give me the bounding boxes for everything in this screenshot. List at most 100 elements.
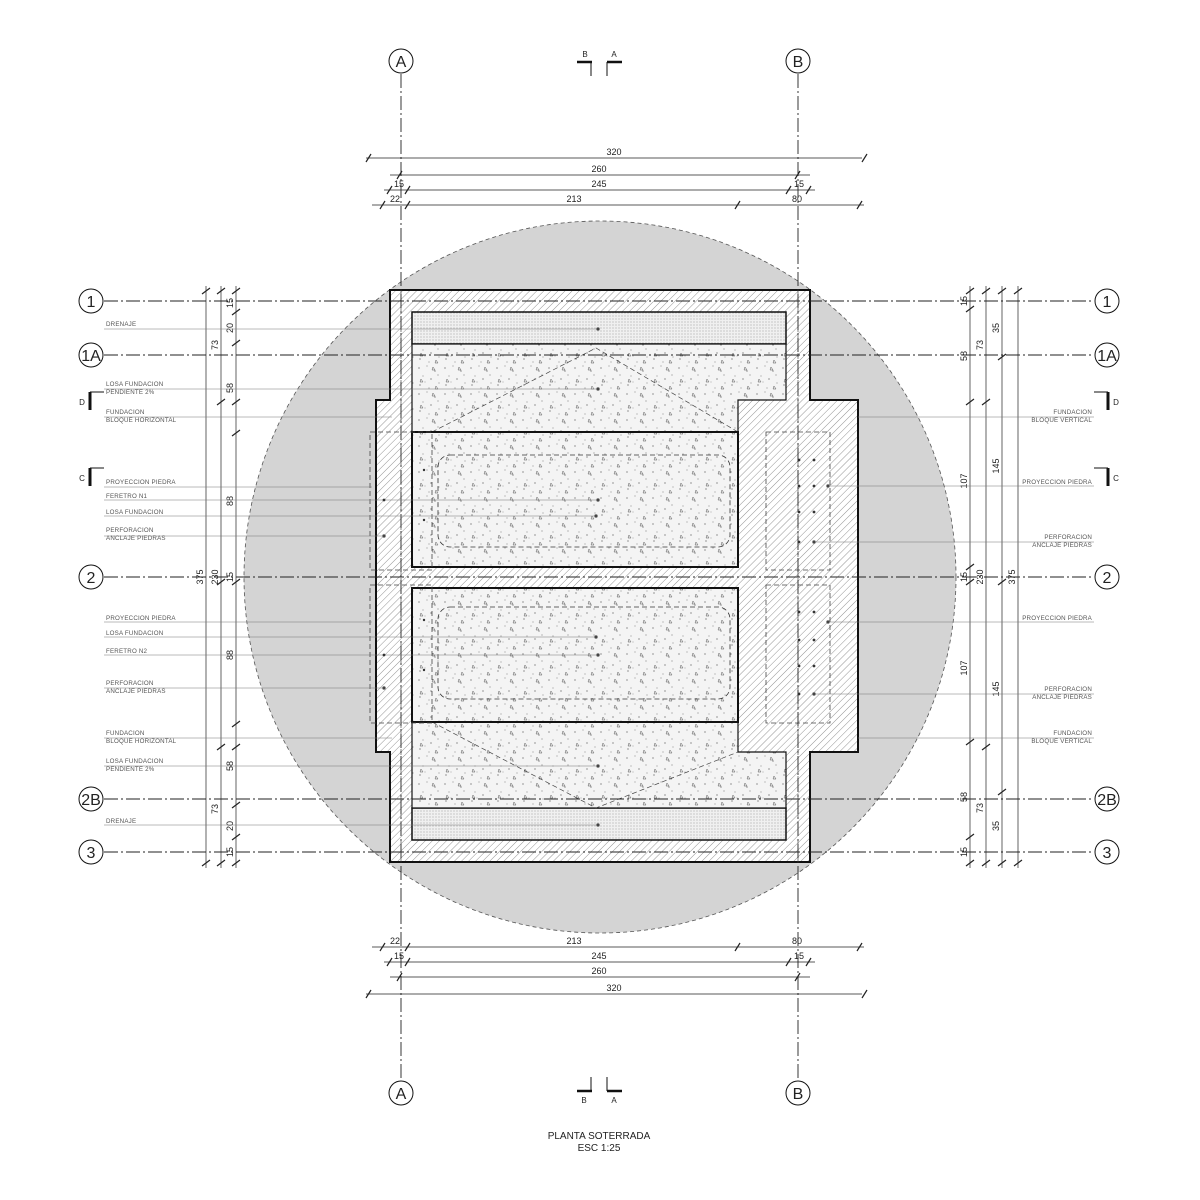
dim-bottom-wall-left: 15 [394, 951, 404, 961]
dimension-lines-top [365, 153, 868, 210]
dim-bottom-inner: 245 [591, 951, 606, 961]
dim-right-total: 375 [1007, 569, 1017, 584]
section-label-b-top: B [582, 50, 587, 59]
dim-right-73-bottom: 73 [975, 803, 985, 813]
slope-line-top [431, 347, 739, 433]
coffin-outline-1 [437, 454, 731, 548]
note-proyeccion-left-1: PROYECCION PIEDRA [106, 479, 176, 486]
section-marker-sides [88, 391, 1110, 486]
note-fundacion-bh-bottom-1: FUNDACION [106, 730, 145, 737]
dim-right-145-top: 145 [991, 458, 1001, 473]
note-perforacion-right-2a: PERFORACION [1044, 686, 1092, 693]
svg-text:3: 3 [87, 845, 96, 862]
section-label-d-right: D [1113, 398, 1119, 407]
note-proyeccion-left-2: PROYECCION PIEDRA [106, 615, 176, 622]
note-fundacion-bh-top-1: FUNDACION [106, 409, 145, 416]
dim-bottom-left: 22 [390, 936, 400, 946]
stone-projection-left-2 [369, 584, 433, 724]
dim-right-15-top: 15 [959, 296, 969, 306]
dim-left-total: 375 [195, 569, 205, 584]
leader-lines-left [104, 327, 600, 827]
dim-top-mid: 213 [566, 194, 581, 204]
dim-left-88-top: 88 [225, 496, 235, 506]
dim-top-wall-left: 15 [394, 179, 404, 189]
note-perforacion-left-1b: ANCLAJE PIEDRAS [106, 535, 166, 542]
dim-right-73-top: 73 [975, 340, 985, 350]
note-losa-pendiente-top-1: LOSA FUNDACION [106, 381, 163, 388]
leader-lines-right [812, 416, 1094, 739]
grid-bubble-A-top: A [388, 48, 414, 74]
note-drenaje-top: DRENAJE [106, 321, 136, 328]
dim-left-15-bottom: 15 [225, 847, 235, 857]
note-losa-fundacion-2: LOSA FUNDACION [106, 630, 163, 637]
section-label-b-bottom: B [581, 1096, 586, 1105]
dim-right-15-mid: 15 [959, 572, 969, 582]
grid-bubbles-left: 1 1A 2 2B 3 [78, 288, 104, 865]
slope-line-bottom [431, 721, 739, 809]
svg-text:1: 1 [1103, 294, 1112, 311]
svg-text:3: 3 [1103, 845, 1112, 862]
note-perforacion-left-2b: ANCLAJE PIEDRAS [106, 688, 166, 695]
dim-left-15-mid: 15 [225, 572, 235, 582]
dim-top-outer: 260 [591, 164, 606, 174]
dim-left-15-top: 15 [225, 298, 235, 308]
section-label-a-top: A [611, 50, 617, 59]
grid-bubbles-right: 1 1A 2 2B 3 [1094, 288, 1120, 865]
dim-right-145-bottom: 145 [991, 681, 1001, 696]
note-perforacion-right-1b: ANCLAJE PIEDRAS [1032, 542, 1092, 549]
dim-right-35-top: 35 [991, 323, 1001, 333]
dim-right-107-top: 107 [959, 473, 969, 488]
stone-projection-left-1 [369, 431, 433, 571]
dim-left-58-top: 58 [225, 383, 235, 393]
dimension-lines-left [201, 286, 241, 868]
note-fundacion-bh-top-2: BLOQUE HORIZONTAL [106, 417, 177, 424]
note-proyeccion-right-1: PROYECCION PIEDRA [1022, 479, 1092, 486]
svg-text:1A: 1A [81, 348, 101, 365]
dim-bottom-wall-right: 15 [794, 951, 804, 961]
dim-bottom-outer: 260 [591, 966, 606, 976]
svg-text:2: 2 [1103, 570, 1112, 587]
grid-bubble-A-bottom: A [388, 1080, 414, 1106]
section-label-c-left: C [79, 474, 85, 483]
dim-right-58-top: 58 [959, 351, 969, 361]
section-marker-top [577, 60, 622, 76]
note-fundacion-bv-top-2: BLOQUE VERTICAL [1031, 417, 1092, 424]
svg-text:B: B [793, 1086, 804, 1103]
dim-top-right: 80 [792, 194, 802, 204]
dim-right-107-bottom: 107 [959, 660, 969, 675]
dim-top-inner: 245 [591, 179, 606, 189]
grid-bubble-B-bottom: B [785, 1080, 811, 1106]
dimension-lines-bottom [365, 942, 868, 999]
note-feretro-1: FERETRO N1 [106, 493, 148, 500]
section-label-c-right: C [1113, 474, 1119, 483]
dim-left-mid: 230 [210, 569, 220, 584]
note-perforacion-left-2a: PERFORACION [106, 680, 154, 687]
drawing-scale: ESC 1:25 [578, 1143, 621, 1154]
svg-text:2B: 2B [81, 792, 101, 809]
svg-text:A: A [396, 54, 407, 71]
svg-text:2B: 2B [1097, 792, 1117, 809]
note-proyeccion-right-2: PROYECCION PIEDRA [1022, 615, 1092, 622]
dim-top-total: 320 [606, 147, 621, 157]
dim-right-15-bottom: 15 [959, 847, 969, 857]
note-drenaje-bottom: DRENAJE [106, 818, 136, 825]
dim-bottom-right: 80 [792, 936, 802, 946]
section-label-a-bottom: A [611, 1096, 617, 1105]
svg-text:A: A [396, 1086, 407, 1103]
anchor-dots [382, 458, 816, 696]
note-feretro-2: FERETRO N2 [106, 648, 148, 655]
svg-text:1A: 1A [1097, 348, 1117, 365]
section-marker-bottom [577, 1077, 622, 1093]
note-losa-pendiente-bottom-1: LOSA FUNDACION [106, 758, 163, 765]
coffin-cell-1 [411, 431, 739, 568]
dim-right-58-bottom: 58 [959, 792, 969, 802]
dim-bottom-mid: 213 [566, 936, 581, 946]
coffin-outline-2 [437, 606, 731, 700]
grid-lines [104, 74, 1094, 1078]
dim-left-20-top: 20 [225, 323, 235, 333]
dim-left-73-bottom: 73 [210, 804, 220, 814]
note-fundacion-bv-bottom-1: FUNDACION [1053, 730, 1092, 737]
svg-text:1: 1 [87, 294, 96, 311]
svg-text:2: 2 [87, 570, 96, 587]
